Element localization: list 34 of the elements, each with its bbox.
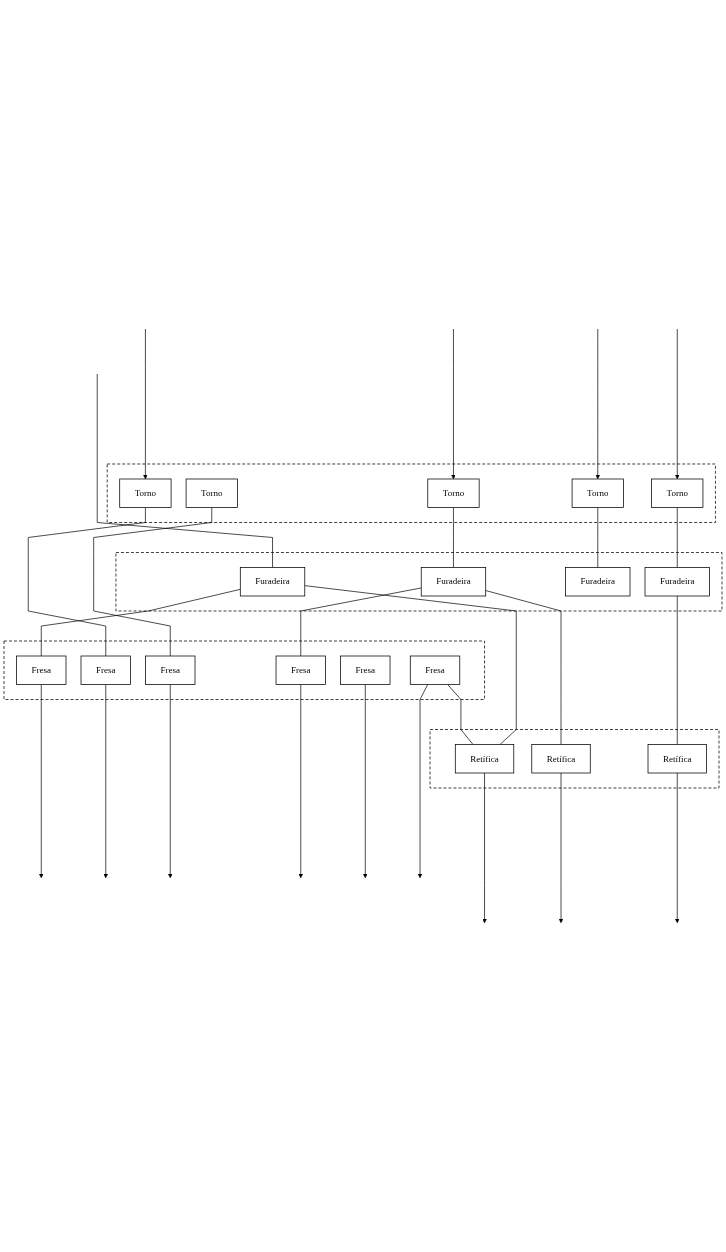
node-box: Fresa (275, 655, 326, 685)
cluster (429, 729, 720, 789)
node-box: Fresa (80, 655, 131, 685)
node-box: Torno (119, 478, 172, 508)
node-box: Torno (427, 478, 480, 508)
cluster (115, 552, 723, 612)
node-box: Fresa (340, 655, 391, 685)
connector (40, 589, 241, 657)
cluster (106, 463, 716, 523)
connector (447, 684, 474, 745)
node-box: Furadeira (420, 567, 487, 597)
connector (676, 507, 678, 568)
connector (597, 507, 599, 568)
connector (27, 507, 146, 657)
connector (96, 373, 273, 568)
connector (93, 507, 213, 657)
node-box: Fresa (409, 655, 461, 685)
node-box: Torno (571, 478, 624, 508)
node-box: Furadeira (239, 567, 306, 597)
node-box: Torno (185, 478, 238, 508)
connector (300, 587, 422, 657)
connector (304, 585, 517, 745)
node-box: Fresa (16, 655, 67, 685)
node-box: Retífica (647, 744, 707, 774)
node-box: Retífica (531, 744, 591, 774)
cluster (3, 640, 485, 700)
node-box: Torno (651, 478, 704, 508)
connector (676, 595, 678, 745)
connector (485, 590, 562, 745)
node-box: Furadeira (565, 567, 631, 597)
connector (453, 507, 454, 568)
node-box: Furadeira (644, 567, 710, 597)
node-box: Fresa (145, 655, 196, 685)
node-box: Retífica (454, 744, 515, 774)
